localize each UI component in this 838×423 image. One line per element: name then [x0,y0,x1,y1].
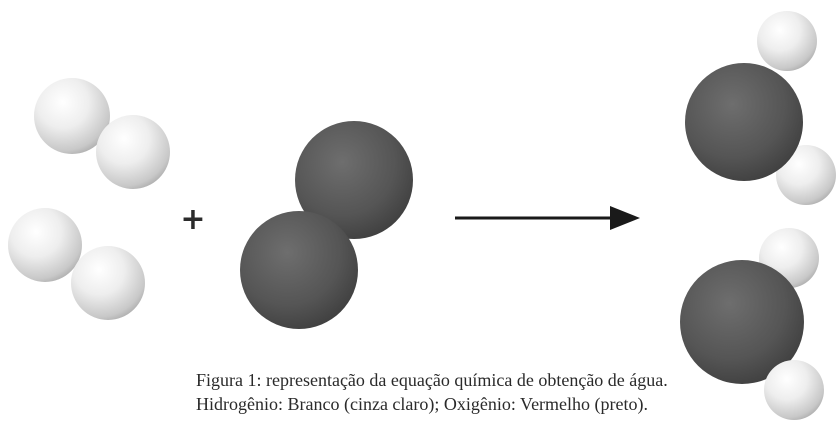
figure-caption: Figura 1: representação da equação quími… [196,368,668,416]
oxygen-atom [240,211,358,329]
hydrogen-molecule-top [34,78,170,189]
hydrogen-atom [96,115,170,189]
water-molecule-bottom [680,228,824,420]
hydrogen-atom [71,246,145,320]
arrow-head [610,206,640,230]
hydrogen-atom [34,78,110,154]
oxygen-atom [685,63,803,181]
caption-line-1: Figura 1: representação da equação quími… [196,370,668,390]
plus-operator: + [180,202,205,237]
hydrogen-molecule-bottom [8,208,145,320]
hydrogen-atom [8,208,82,282]
oxygen-atom [680,260,804,384]
hydrogen-atom [757,11,817,71]
water-molecule-top [685,11,836,205]
oxygen-atom [295,121,413,239]
reaction-arrow [455,206,640,230]
hydrogen-atom [776,145,836,205]
caption-line-2: Hidrogênio: Branco (cinza claro); Oxigên… [196,394,649,414]
oxygen-molecule [240,121,413,329]
hydrogen-atom [764,360,824,420]
